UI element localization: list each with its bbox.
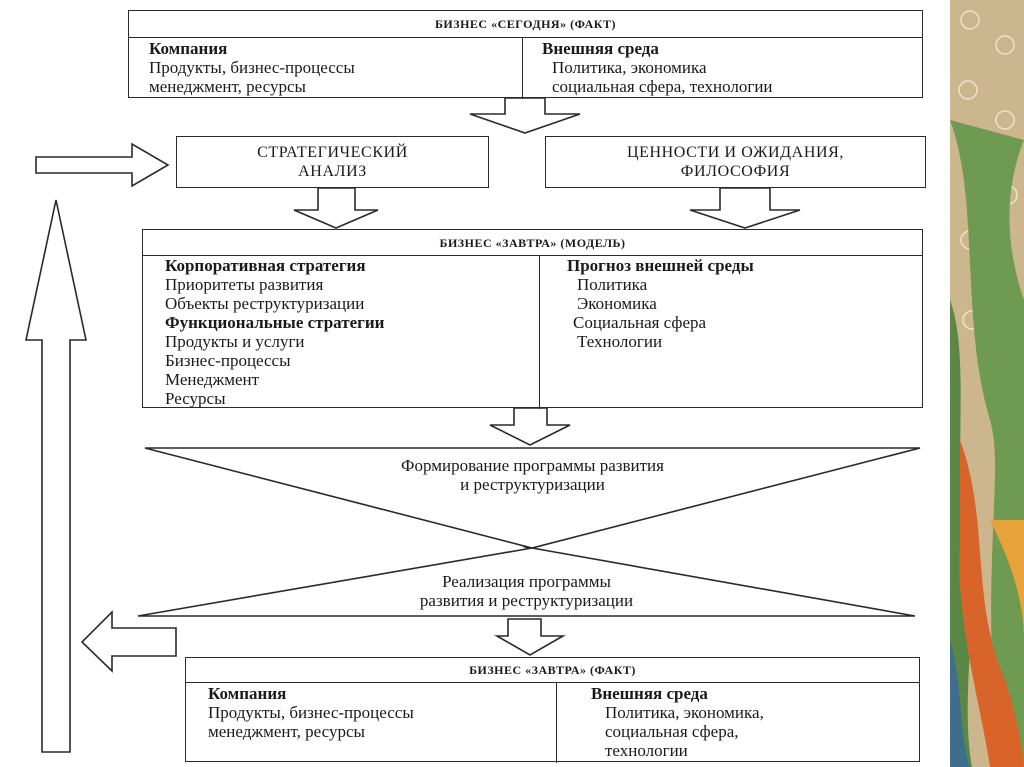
strategic-analysis-box: СТРАТЕГИЧЕСКИЙ АНАЛИЗ (176, 136, 489, 188)
forecast-line: Экономика (577, 294, 657, 313)
up-arrow-feedback-loop (25, 199, 87, 753)
box-title: БИЗНЕС «СЕГОДНЯ» (ФАКТ) (434, 17, 617, 31)
down-arrow-4 (489, 407, 571, 446)
forecast-column: Прогноз внешней среды Политика Экономика… (567, 256, 917, 351)
divider (539, 255, 540, 409)
company-line: Продукты, бизнес-процессы (149, 58, 355, 77)
company-column: Компания Продукты, бизнес-процессы менед… (208, 684, 553, 741)
environment-heading: Внешняя среда (591, 684, 708, 703)
strategy-line: Продукты и услуги (165, 332, 305, 351)
divider (143, 255, 922, 256)
strategy-line: Приоритеты развития (165, 275, 324, 294)
environment-column: Внешняя среда Политика, экономика социал… (542, 39, 912, 96)
business-today-fact-box: БИЗНЕС «СЕГОДНЯ» (ФАКТ) Компания Продукт… (128, 10, 923, 99)
triangle-program-formation (144, 447, 921, 549)
left-arrow-feedback (80, 610, 177, 673)
environment-heading: Внешняя среда (542, 39, 659, 58)
environment-line: технологии (605, 741, 688, 760)
company-line: Продукты, бизнес-процессы (208, 703, 414, 722)
down-arrow-2 (293, 187, 379, 229)
program-implementation-text: Реализация программы развития и реструкт… (419, 572, 634, 610)
functional-strategies-heading: Функциональные стратегии (165, 313, 385, 332)
company-column: Компания Продукты, бизнес-процессы менед… (149, 39, 519, 96)
corporate-strategy-column: Корпоративная стратегия Приоритеты разви… (165, 256, 535, 408)
divider (129, 37, 922, 38)
divider (522, 37, 523, 99)
triangle-program-implementation (137, 547, 916, 617)
environment-line: Политика, экономика, (605, 703, 764, 722)
strategy-line: Бизнес-процессы (165, 351, 291, 370)
environment-column: Внешняя среда Политика, экономика, социа… (591, 684, 916, 760)
strategy-line: Ресурсы (165, 389, 226, 408)
corporate-strategy-heading: Корпоративная стратегия (165, 256, 366, 275)
divider (556, 682, 557, 763)
forecast-line: Социальная сфера (573, 313, 707, 332)
forecast-heading: Прогноз внешней среды (567, 256, 754, 275)
down-arrow-6 (494, 618, 566, 656)
down-arrow-1 (469, 97, 581, 134)
divider (186, 682, 919, 683)
forecast-line: Технологии (577, 332, 663, 351)
values-philosophy-box: ЦЕННОСТИ И ОЖИДАНИЯ, ФИЛОСОФИЯ (545, 136, 926, 188)
values-line: ЦЕННОСТИ И ОЖИДАНИЯ, (626, 144, 845, 161)
decorative-pattern (950, 0, 1024, 767)
business-tomorrow-model-box: БИЗНЕС «ЗАВТРА» (МОДЕЛЬ) Корпоративная с… (142, 229, 923, 409)
strategy-line: Объекты реструктуризации (165, 294, 365, 313)
environment-line: Политика, экономика (552, 58, 707, 77)
forecast-line: Политика (577, 275, 648, 294)
values-line: ФИЛОСОФИЯ (680, 163, 791, 180)
analysis-line: АНАЛИЗ (298, 163, 367, 180)
company-line: менеджмент, ресурсы (149, 77, 306, 96)
box-title: БИЗНЕС «ЗАВТРА» (МОДЕЛЬ) (439, 236, 626, 250)
strategy-line: Менеджмент (165, 370, 260, 389)
business-tomorrow-fact-box: БИЗНЕС «ЗАВТРА» (ФАКТ) Компания Продукты… (185, 657, 920, 763)
box-title: БИЗНЕС «ЗАВТРА» (ФАКТ) (469, 663, 636, 677)
decorative-background-strip (950, 0, 1024, 767)
environment-line: социальная сфера, технологии (552, 77, 773, 96)
right-arrow-into-analysis (35, 142, 170, 188)
company-heading: Компания (208, 684, 287, 703)
diagram-arrows (25, 97, 921, 753)
program-formation-text: Формирование программы развития и рестру… (401, 456, 664, 494)
environment-line: социальная сфера, (605, 722, 739, 741)
company-heading: Компания (149, 39, 228, 58)
analysis-line: СТРАТЕГИЧЕСКИЙ (257, 144, 408, 161)
company-line: менеджмент, ресурсы (208, 722, 365, 741)
down-arrow-3 (689, 187, 801, 229)
